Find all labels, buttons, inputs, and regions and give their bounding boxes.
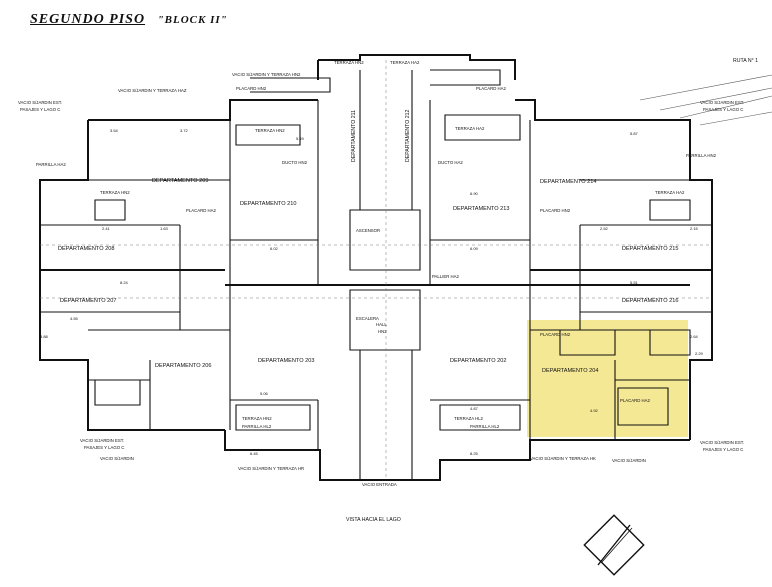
label-parrilla-hn2: PARRILLA HN2 — [686, 153, 717, 158]
dim-12: 4.87 — [470, 406, 479, 411]
label-vacio-jardin-top: VACIO S/JARDIN Y TERRAZA HAZ — [118, 88, 187, 93]
label-vacio-bottom-right: VACIO S/JARDIN Y TERRAZA HK — [530, 456, 596, 461]
label-dep215: DEPARTAMENTO 215 — [622, 246, 678, 252]
highlight-departamento-204 — [527, 320, 688, 437]
dim-1: 3.54 — [110, 128, 119, 133]
dim-16: 2.15 — [690, 226, 699, 231]
label-dep207: DEPARTAMENTO 207 — [60, 298, 116, 304]
label-pallier: PALLIER HA2 — [432, 274, 460, 279]
dim-7: 6.02 — [270, 246, 279, 251]
dim-15: 2.29 — [695, 351, 704, 356]
label-vacio-est-bottom-right: VACIO S/JARDIN EST. — [700, 440, 744, 445]
label-ducto-hn2: DUCTO HN2 — [282, 160, 308, 165]
route-lines — [639, 74, 772, 126]
compass-symbol — [583, 514, 645, 576]
dim-2: 3.72 — [180, 128, 189, 133]
label-parrilla-hl2b: PARRILLA HL2 — [470, 424, 500, 429]
label-dep202: DEPARTAMENTO 202 — [450, 358, 506, 364]
label-vacio-est-right: VACIO S/JARDIN EST. — [700, 100, 744, 105]
label-dep211: DEPARTAMENTO 211 — [351, 110, 357, 162]
inner-walls — [40, 69, 712, 480]
label-placard-hn2-b2: PLACARD HN2 — [540, 208, 571, 213]
route-label: RUTA N° 1 — [733, 58, 758, 64]
label-pasajes-bottom-right: PASAJES Y LAGO C — [703, 447, 743, 452]
label-escalera: ESCALERA — [356, 316, 379, 321]
label-terraza-ha2-r: TERRAZA HA2 — [455, 126, 485, 131]
dim-8: 5.06 — [260, 391, 269, 396]
label-terraza-hl2: TERRAZA HL2 — [454, 416, 484, 421]
dim-11: 2.52 — [600, 226, 609, 231]
label-vacio-jardin-right: VACIO S/JARDIN — [612, 458, 646, 463]
dim-5: 1.63 — [160, 226, 169, 231]
label-dep204: DEPARTAMENTO 204 — [542, 368, 598, 374]
label-parrilla-ha2: PARRILLA HA2 — [36, 162, 66, 167]
label-vacio-est-bottom-left: VACIO S/JARDIN EST. — [80, 438, 124, 443]
dim-21: 6.45 — [250, 451, 259, 456]
title-main: SEGUNDO PISO — [30, 12, 146, 27]
label-placard-ha2-bottom: PLACARD HA2 — [620, 398, 650, 403]
label-terraza-hn2-top: TERRAZA HN2 — [334, 60, 364, 65]
dim-13: 6.09 — [470, 246, 479, 251]
label-ascensor: ASCENSOR — [356, 228, 380, 233]
dim-18: 4.92 — [590, 408, 599, 413]
label-placard-hn2-bottom: PLACARD HN2 — [540, 332, 571, 337]
label-dep208: DEPARTAMENTO 208 — [58, 246, 114, 252]
label-pasajes-bottom-left: PASAJES Y LAGO C — [84, 445, 124, 450]
label-pasajes-left: PASAJES Y LAGO C — [20, 107, 60, 112]
label-ducto-ha2: DUCTO HA2 — [438, 160, 463, 165]
label-pasajes-right: PASAJES Y LAGO C — [703, 107, 743, 112]
dim-3: 5.49 — [296, 136, 305, 141]
label-parrilla-hl2: PARRILLA HL2 — [242, 424, 272, 429]
dim-9: 4.55 — [70, 316, 79, 321]
dim-4: 2.41 — [102, 226, 111, 231]
label-terraza-hn2-mid: TERRAZA HN2 — [100, 190, 130, 195]
label-terraza-hn2-l: TERRAZA HN2 — [255, 128, 285, 133]
label-placard-ha2-b2: PLACARD HA2 — [186, 208, 216, 213]
dim-22: 8.25 — [470, 451, 479, 456]
dim-19: 2.64 — [690, 334, 699, 339]
label-placard-hn2: PLACARD HN2 — [236, 86, 267, 91]
label-dep209: DEPARTAMENTO 209 — [152, 178, 208, 184]
label-vacio-terraza-top: VACIO S/JARDIN Y TERRAZA HN2 — [232, 72, 301, 77]
label-dep210: DEPARTAMENTO 210 — [240, 201, 296, 207]
axis-lines — [40, 60, 712, 480]
dim-6: 8.24 — [120, 280, 129, 285]
label-vacio-est-left: VACIO S/JARDIN EST. — [18, 100, 62, 105]
title-sub: "BLOCK II" — [157, 14, 228, 26]
label-terraza-hn2-bottom: TERRAZA HN2 — [242, 416, 272, 421]
dim-20: 5.87 — [630, 131, 639, 136]
label-dep216: DEPARTAMENTO 216 — [622, 298, 678, 304]
label-vacio-jardin-left: VACIO S/JARDIN — [100, 456, 134, 461]
dim-10: 3.88 — [40, 334, 49, 339]
label-dep206: DEPARTAMENTO 206 — [155, 363, 211, 369]
bottom-caption: VISTA HACIA EL LAGO — [346, 517, 401, 523]
page-title: SEGUNDO PISO "BLOCK II" — [30, 12, 228, 28]
label-hall-hn2: HN2 — [378, 329, 387, 334]
label-vacio-entrance: VACIO ENTRADA — [362, 482, 397, 487]
label-placard-ha2: PLACARD HA2 — [476, 86, 506, 91]
label-dep214: DEPARTAMENTO 214 — [540, 179, 596, 185]
label-dep203: DEPARTAMENTO 203 — [258, 358, 314, 364]
label-vacio-bottom-left: VACIO S/JARDIN Y TERRAZA HR — [238, 466, 304, 471]
label-hall: HALL — [376, 322, 387, 327]
label-dep212: DEPARTAMENTO 212 — [405, 110, 411, 162]
dim-17: 6.90 — [470, 191, 479, 196]
label-terraza-ha2-mid: TERRAZA HA2 — [655, 190, 685, 195]
label-dep213: DEPARTAMENTO 213 — [453, 206, 509, 212]
dim-14: 5.51 — [630, 280, 639, 285]
label-terraza-ha2-top: TERRAZA HA2 — [390, 60, 420, 65]
